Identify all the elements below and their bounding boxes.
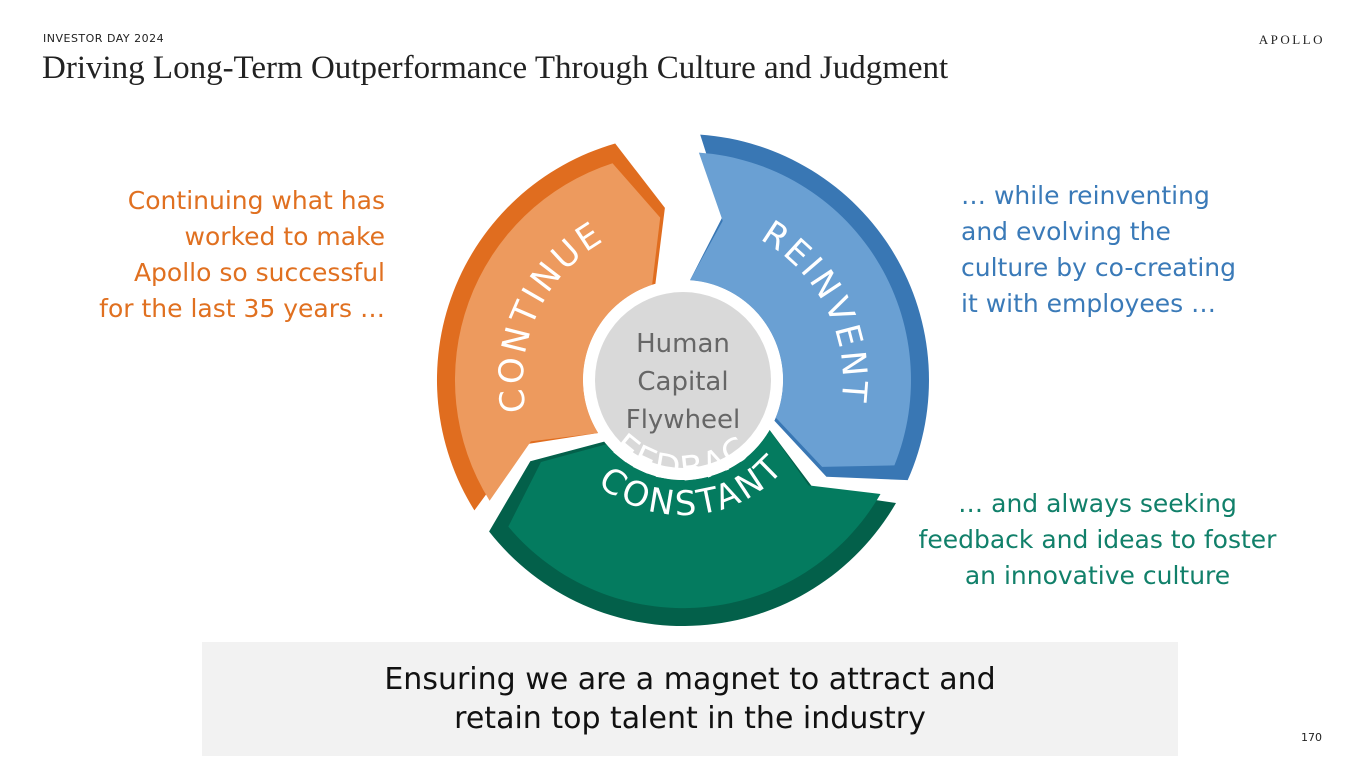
reinvent-note: … while reinventing and evolving the cul…: [961, 178, 1301, 322]
apollo-logo: APOLLO: [1258, 32, 1325, 47]
center-line-3: Flywheel: [626, 405, 741, 435]
feedback-segment: [508, 430, 881, 609]
note-line: feedback and ideas to foster: [918, 525, 1277, 554]
note-line: it with employees …: [961, 289, 1217, 318]
note-line: an innovative culture: [964, 561, 1231, 590]
center-line-1: Human: [636, 329, 730, 359]
note-line: and evolving the: [961, 217, 1171, 246]
banner-line: Ensuring we are a magnet to attract and: [384, 662, 996, 697]
banner-line: retain top talent in the industry: [454, 701, 926, 736]
note-line: … and always seeking: [958, 489, 1237, 518]
center-line-2: Capital: [637, 367, 728, 397]
reinvent-segment: [690, 152, 911, 467]
note-line: for the last 35 years …: [99, 294, 385, 323]
page-title: Driving Long-Term Outperformance Through…: [42, 50, 949, 86]
continue-segment: [454, 163, 661, 501]
page-number: 170: [1301, 731, 1322, 744]
event-label: INVESTOR DAY 2024: [43, 32, 165, 45]
note-line: Apollo so successful: [133, 258, 385, 287]
note-line: Continuing what has: [127, 186, 385, 215]
note-line: worked to make: [184, 222, 386, 251]
continue-note: Continuing what has worked to make Apoll…: [60, 183, 385, 327]
feedback-note: … and always seeking feedback and ideas …: [895, 486, 1300, 594]
center-hub: [595, 292, 771, 468]
note-line: culture by co-creating: [961, 253, 1237, 282]
summary-banner: Ensuring we are a magnet to attract and …: [202, 642, 1178, 756]
note-line: … while reinventing: [961, 181, 1210, 210]
